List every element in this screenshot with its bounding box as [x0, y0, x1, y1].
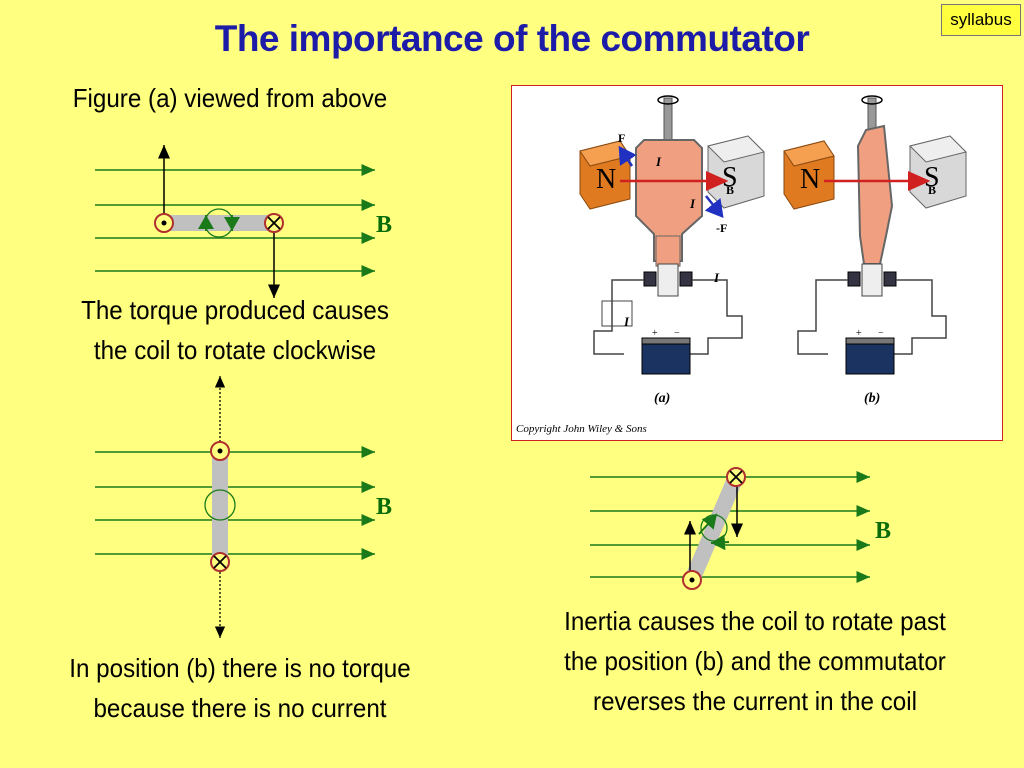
motor-b: N S B + − (b): [783, 95, 967, 406]
brush: [883, 271, 897, 287]
brush: [847, 271, 861, 287]
torque-caption-line: the coil to rotate clockwise: [93, 335, 377, 365]
figure-a-caption: Figure (a) viewed from above: [72, 83, 388, 113]
rotation-arrow-icon: [657, 95, 679, 105]
svg-text:−: −: [674, 328, 680, 339]
magnet-n-label: N: [800, 164, 820, 195]
figure-a-label: (a): [654, 391, 670, 406]
svg-text:I: I: [713, 270, 720, 285]
svg-text:I: I: [655, 154, 662, 169]
syllabus-button[interactable]: syllabus: [941, 4, 1021, 36]
field-label-b: B: [376, 494, 392, 520]
battery: [845, 341, 895, 375]
inertia-caption: Inertia causes the coil to rotate past t…: [532, 601, 978, 721]
svg-text:I: I: [623, 314, 630, 329]
svg-text:F: F: [618, 131, 625, 145]
inertia-caption-line: the position (b) and the commutator: [564, 646, 946, 676]
svg-text:I: I: [689, 196, 696, 211]
svg-text:-F: -F: [716, 221, 727, 235]
rotation-arrow-icon: [861, 95, 883, 105]
position-b-caption: In position (b) there is no torque becau…: [35, 648, 444, 728]
svg-text:B: B: [928, 183, 936, 197]
position-b-caption-line: because there is no current: [93, 693, 387, 723]
battery: [641, 341, 691, 375]
torque-caption-line: The torque produced causes: [81, 295, 389, 325]
circuit-wire: [797, 279, 947, 355]
svg-text:+: +: [652, 328, 658, 339]
commutator: [861, 263, 883, 297]
figure-b-label: (b): [864, 391, 880, 406]
force-arrow-neg-f: [704, 195, 724, 218]
brush: [643, 271, 657, 287]
svg-text:B: B: [726, 183, 734, 197]
coil: [856, 124, 894, 265]
force-arrow-f: [618, 145, 637, 167]
motor-a: N S B F -F I I I I: [579, 95, 765, 406]
coil: [635, 139, 703, 262]
diagram-coil-tilted: B: [590, 467, 891, 590]
torque-caption: The torque produced causes the coil to r…: [35, 290, 435, 370]
coil-bar: [164, 215, 274, 231]
copyright-text: Copyright John Wiley & Sons: [516, 423, 647, 435]
position-b-caption-line: In position (b) there is no torque: [69, 653, 411, 683]
diagram-coil-horizontal: B: [95, 145, 392, 298]
inertia-caption-line: Inertia causes the coil to rotate past: [564, 606, 946, 636]
motor-illustration-svg: N S B F -F I I I I: [516, 95, 967, 435]
page-title: The importance of the commutator: [214, 18, 810, 59]
coil-bar: [212, 450, 228, 562]
rotation-axis: [204, 489, 236, 521]
field-label-b: B: [875, 518, 891, 544]
field-label-b: B: [376, 212, 392, 238]
circuit-wire: [593, 279, 743, 355]
magnet-n-label: N: [596, 164, 616, 195]
commutator: [657, 263, 679, 297]
svg-text:+: +: [856, 328, 862, 339]
brush: [679, 271, 693, 287]
coil-bar: [684, 473, 744, 584]
diagram-coil-vertical: B: [95, 376, 392, 638]
svg-text:−: −: [878, 328, 884, 339]
inertia-caption-line: reverses the current in the coil: [593, 686, 917, 716]
motor-illustration: N S B F -F I I I I: [511, 85, 1003, 441]
